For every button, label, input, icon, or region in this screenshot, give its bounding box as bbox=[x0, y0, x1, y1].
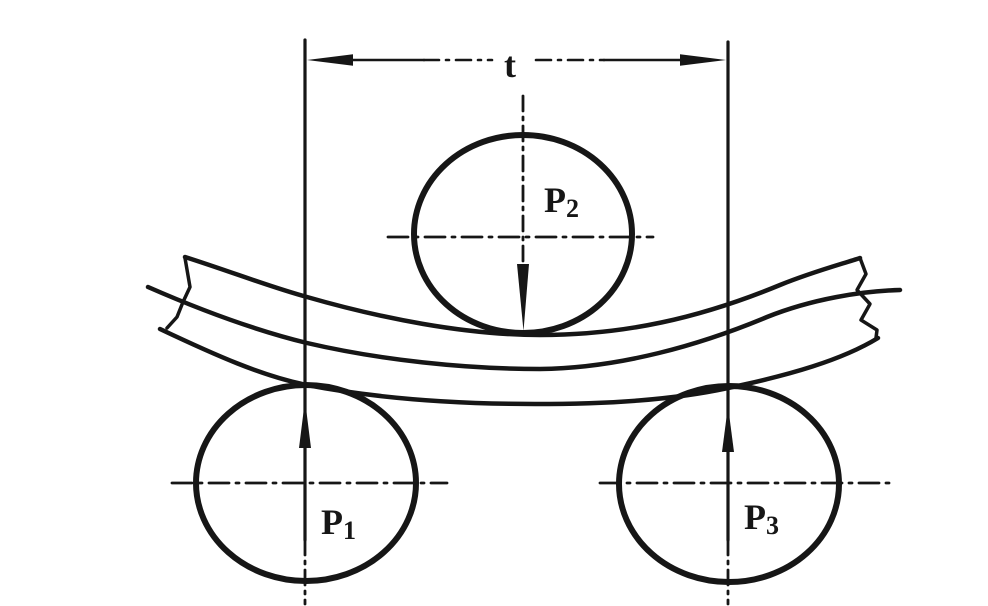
dimension-arrow-right-icon bbox=[680, 54, 726, 66]
roller-p1-label-main: P bbox=[321, 502, 343, 542]
plate-middle-curve bbox=[145, 284, 903, 372]
force-arrow-down-icon bbox=[517, 264, 529, 331]
roller-p3-label: P3 bbox=[744, 497, 779, 540]
plate-top-surface-curve bbox=[182, 254, 863, 338]
roller-p3: P3 bbox=[598, 383, 892, 585]
plate-right-break-edge bbox=[855, 256, 879, 340]
roller-p2: P2 bbox=[386, 94, 655, 336]
roller-p2-label: P2 bbox=[544, 180, 579, 223]
roller-p1: P1 bbox=[170, 382, 449, 584]
plate-bottom-surface-curve bbox=[157, 326, 881, 407]
roller-p1-circle bbox=[193, 382, 419, 584]
roller-p3-label-main: P bbox=[744, 497, 766, 537]
roller-p2-label-main: P bbox=[544, 180, 566, 220]
force-arrow-up-icon bbox=[299, 400, 311, 448]
roller-p3-label-subscript: 3 bbox=[766, 511, 779, 540]
roller-p2-label-subscript: 2 bbox=[566, 194, 579, 223]
force-arrow-up-icon bbox=[722, 406, 734, 452]
dimension-arrow-left-icon bbox=[307, 54, 353, 66]
bent-plate bbox=[145, 254, 903, 407]
roller-p1-label: P1 bbox=[321, 502, 356, 545]
roller-p1-label-subscript: 1 bbox=[343, 516, 356, 545]
dimension-label-t: t bbox=[504, 45, 516, 85]
extension-lines bbox=[303, 38, 730, 606]
plate-left-break-edge bbox=[165, 256, 192, 330]
dimension-t: t bbox=[307, 45, 726, 85]
